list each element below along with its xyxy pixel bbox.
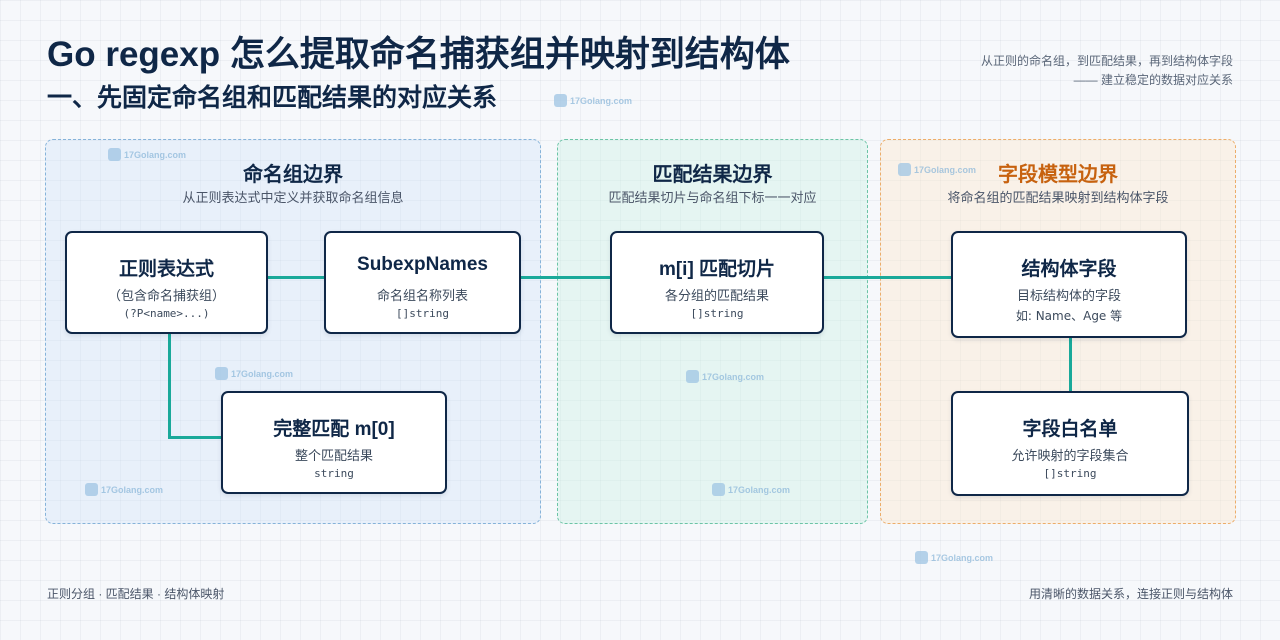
node-match-slice-type: []string: [690, 307, 744, 320]
node-whitelist-type: []string: [1043, 467, 1097, 480]
node-struct-field-desc: 目标结构体的字段: [1016, 288, 1121, 303]
watermark-text: 17Golang.com: [931, 552, 994, 563]
watermark-logo: 17Golang.com: [554, 94, 632, 107]
node-regex-type: (?P<name>...): [123, 307, 210, 320]
node-subexp-type: []string: [396, 307, 449, 320]
watermark-logo-icon: [686, 370, 699, 383]
node-full-match-title: 完整匹配 m[0]: [273, 419, 395, 440]
watermark-logo: 17Golang.com: [108, 148, 186, 161]
zone-match-title: 匹配结果边界: [652, 164, 773, 186]
watermark-text: 17Golang.com: [914, 164, 977, 175]
node-match-slice-title: m[i] 匹配切片: [658, 259, 776, 280]
node-full-match-type: string: [314, 467, 354, 480]
watermark-logo: 17Golang.com: [85, 483, 163, 496]
node-full-match-desc: 整个匹配结果: [294, 448, 373, 463]
header-note-line2: —— 建立稳定的数据对应关系: [1073, 73, 1233, 87]
watermark-text: 17Golang.com: [231, 368, 294, 379]
watermark-logo-icon: [215, 367, 228, 380]
node-match-slice-desc: 各分组的匹配结果: [664, 288, 769, 303]
connector-regex-fullmatch-horizontal: [168, 436, 224, 439]
node-subexp-names: SubexpNames 命名组名称列表 []string: [324, 231, 521, 334]
node-field-whitelist: 字段白名单 允许映射的字段集合 []string: [951, 391, 1189, 496]
node-struct-field-type: 如: Name、Age 等: [1015, 309, 1123, 323]
watermark-logo: 17Golang.com: [686, 370, 764, 383]
node-whitelist-desc: 允许映射的字段集合: [1011, 448, 1129, 463]
node-subexp-desc: 命名组名称列表: [376, 288, 468, 303]
node-struct-field-title: 结构体字段: [1021, 259, 1117, 280]
watermark-logo-icon: [554, 94, 567, 107]
connector-match-field: [822, 276, 953, 279]
watermark-text: 17Golang.com: [124, 149, 187, 160]
connector-subexp-match: [519, 276, 612, 279]
watermark-logo: 17Golang.com: [712, 483, 790, 496]
node-subexp-title: SubexpNames: [357, 254, 488, 275]
zone-match-desc: 匹配结果切片与命名组下标一一对应: [608, 190, 817, 205]
watermark-logo: 17Golang.com: [898, 163, 976, 176]
watermark-logo-icon: [108, 148, 121, 161]
watermark-text: 17Golang.com: [728, 484, 791, 495]
page-subtitle: 一、先固定命名组和匹配结果的对应关系: [47, 84, 498, 112]
watermark-logo: 17Golang.com: [915, 551, 993, 564]
node-full-match: 完整匹配 m[0] 整个匹配结果 string: [221, 391, 447, 494]
zone-field-title: 字段模型边界: [998, 164, 1118, 186]
watermark-text: 17Golang.com: [101, 484, 164, 495]
node-match-slice: m[i] 匹配切片 各分组的匹配结果 []string: [610, 231, 824, 334]
watermark-text: 17Golang.com: [570, 95, 633, 106]
header-note-line1: 从正则的命名组，到匹配结果，再到结构体字段: [980, 54, 1233, 68]
node-regex-title: 正则表达式: [118, 259, 214, 280]
zone-named-title: 命名组边界: [243, 164, 343, 186]
node-regex: 正则表达式 （包含命名捕获组） (?P<name>...): [65, 231, 268, 334]
connector-regex-fullmatch-vertical: [168, 333, 171, 439]
watermark-logo-icon: [712, 483, 725, 496]
node-whitelist-title: 字段白名单: [1022, 419, 1118, 440]
footer-right-text: 用清晰的数据关系，连接正则与结构体: [1028, 587, 1233, 601]
watermark-logo-icon: [898, 163, 911, 176]
watermark-logo-icon: [915, 551, 928, 564]
watermark-logo: 17Golang.com: [215, 367, 293, 380]
page-title: Go regexp 怎么提取命名捕获组并映射到结构体: [47, 35, 790, 74]
watermark-logo-icon: [85, 483, 98, 496]
footer-left-text: 正则分组 · 匹配结果 · 结构体映射: [47, 587, 225, 601]
watermark-text: 17Golang.com: [702, 371, 765, 382]
node-regex-desc: （包含命名捕获组）: [107, 288, 225, 303]
node-struct-field: 结构体字段 目标结构体的字段 如: Name、Age 等: [951, 231, 1187, 338]
zone-named-desc: 从正则表达式中定义并获取命名组信息: [182, 190, 404, 205]
connector-regex-subexp: [266, 276, 326, 279]
zone-field-desc: 将命名组的匹配结果映射到结构体字段: [947, 190, 1169, 205]
connector-field-whitelist: [1069, 337, 1072, 393]
